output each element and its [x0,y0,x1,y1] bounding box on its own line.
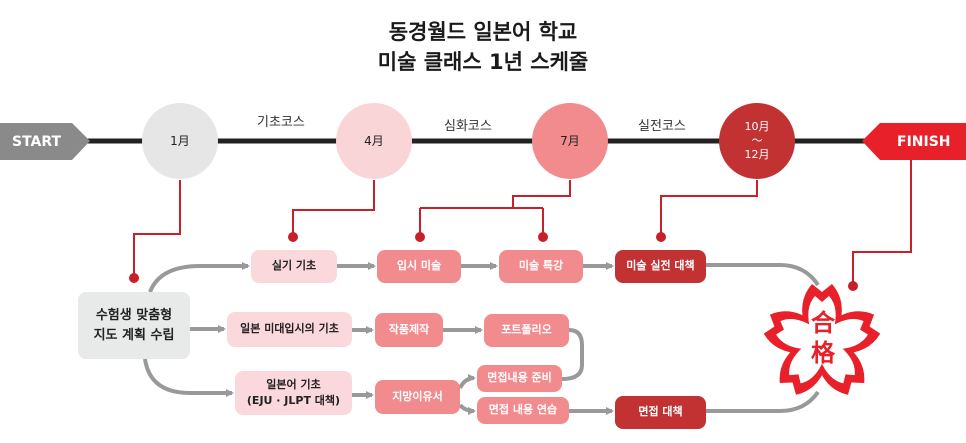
marker-dot [415,232,425,242]
box-interview-practice: 면접 내용 연습 [477,397,569,424]
marker-dot [129,273,139,283]
flow-arrow [458,403,476,415]
marker-dot [538,232,548,242]
box-statement: 지망이유서 [375,380,460,414]
month-4: 4月 [336,103,412,179]
box-interview-strategy: 면접 대책 [615,396,706,429]
flow-line [561,328,584,381]
box-artwork: 작품제작 [375,313,443,347]
course-practical: 실전코스 [638,119,686,134]
month-1: 1月 [142,103,218,179]
month-7: 7月 [532,103,608,179]
box-interview-prep: 면접내용 준비 [477,365,562,392]
box-entrance-art: 입시 미술 [377,250,461,283]
title-line2: 미술 클래스 1년 스케줄 [377,50,589,74]
plan-box: 수험생 맞춤형 지도 계획 수립 [78,292,190,359]
flow-arrow [143,358,234,397]
box-art-practice: 미술 실전 대책 [615,250,706,283]
course-basic: 기초코스 [257,115,305,130]
month-10-12: 10月 ～ 12月 [719,103,795,179]
box-admission-basics: 일본 미대입시의 기초 [227,312,352,347]
marker-dot [656,232,666,242]
box-practical-basics: 실기 기초 [251,250,337,283]
course-advanced: 심화코스 [444,119,492,134]
flow-arrow [148,262,250,293]
start-arrow [0,123,90,160]
marker-dot [848,281,858,291]
title-line1: 동경월드 일본어 학교 [388,20,578,44]
pass-label: 合 格 [811,308,835,367]
box-art-special: 미술 특강 [499,250,583,283]
pass-flower-icon [760,284,884,401]
finish-label: FINISH [897,133,951,150]
start-label: START [12,133,62,150]
marker-dot [288,232,298,242]
flow-line [706,390,820,413]
flow-arrow [458,374,476,389]
box-japanese-basics: 일본어 기초 (EJU · JLPT 대책) [235,371,352,415]
finish-arrow [862,123,966,160]
flow-line [706,263,820,287]
box-portfolio: 포트폴리오 [484,314,569,347]
